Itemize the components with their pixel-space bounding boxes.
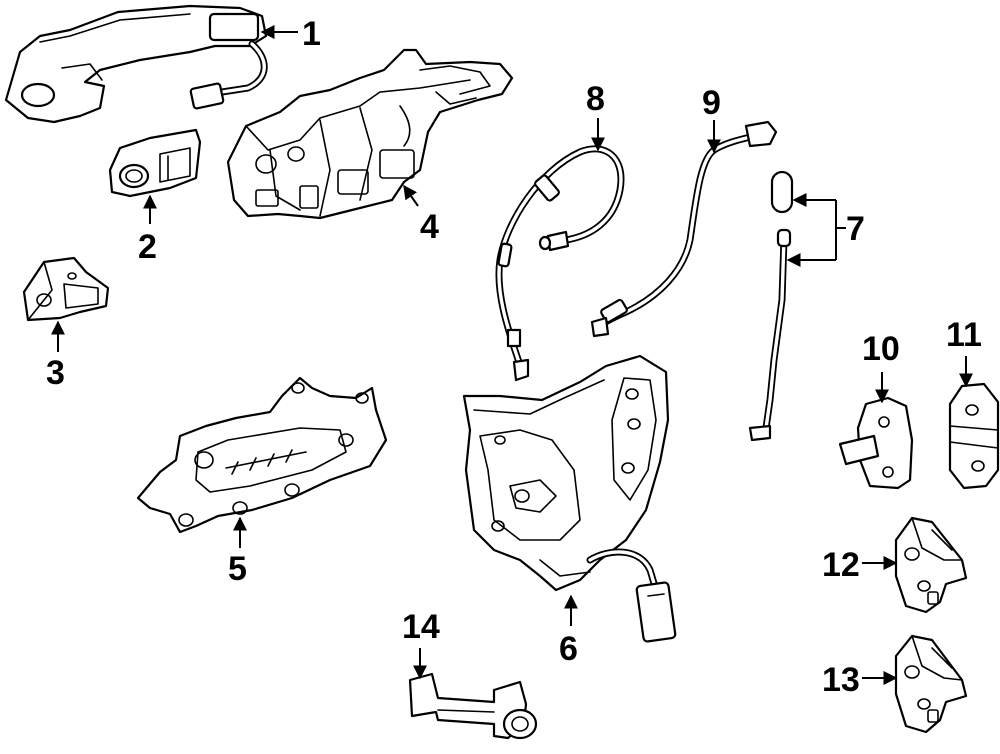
callout-13: 13 <box>822 661 860 699</box>
hinge-12-part <box>894 516 968 614</box>
callout-2: 2 <box>138 228 157 266</box>
door-latch-part <box>462 354 677 643</box>
handle-frame-part <box>226 48 514 220</box>
callout-8: 8 <box>586 80 605 118</box>
callout-14: 14 <box>402 608 440 646</box>
callout-6: 6 <box>559 630 578 668</box>
callout-9: 9 <box>702 84 721 122</box>
callout-3: 3 <box>46 354 65 392</box>
callout-7: 7 <box>846 210 865 248</box>
callout-10: 10 <box>862 330 900 368</box>
inside-handle-part <box>136 376 388 534</box>
lock-cable-9-part <box>590 120 778 338</box>
door-check-14-part <box>408 672 538 740</box>
hinge-13-part <box>894 634 968 734</box>
callout-11: 11 <box>946 316 982 354</box>
handle-cable-8-part <box>495 145 625 382</box>
callout-leaders <box>51 25 973 685</box>
striker-10-part <box>838 396 914 490</box>
callout-12: 12 <box>822 546 860 584</box>
callout-1: 1 <box>302 15 321 53</box>
handle-bezel-part <box>108 128 202 198</box>
lock-rod-part <box>748 170 794 442</box>
callout-4: 4 <box>420 208 439 246</box>
striker-plate-11-part <box>948 382 1000 490</box>
callout-5: 5 <box>228 550 247 588</box>
outside-handle-part <box>4 4 268 124</box>
bracket-part <box>22 256 110 322</box>
